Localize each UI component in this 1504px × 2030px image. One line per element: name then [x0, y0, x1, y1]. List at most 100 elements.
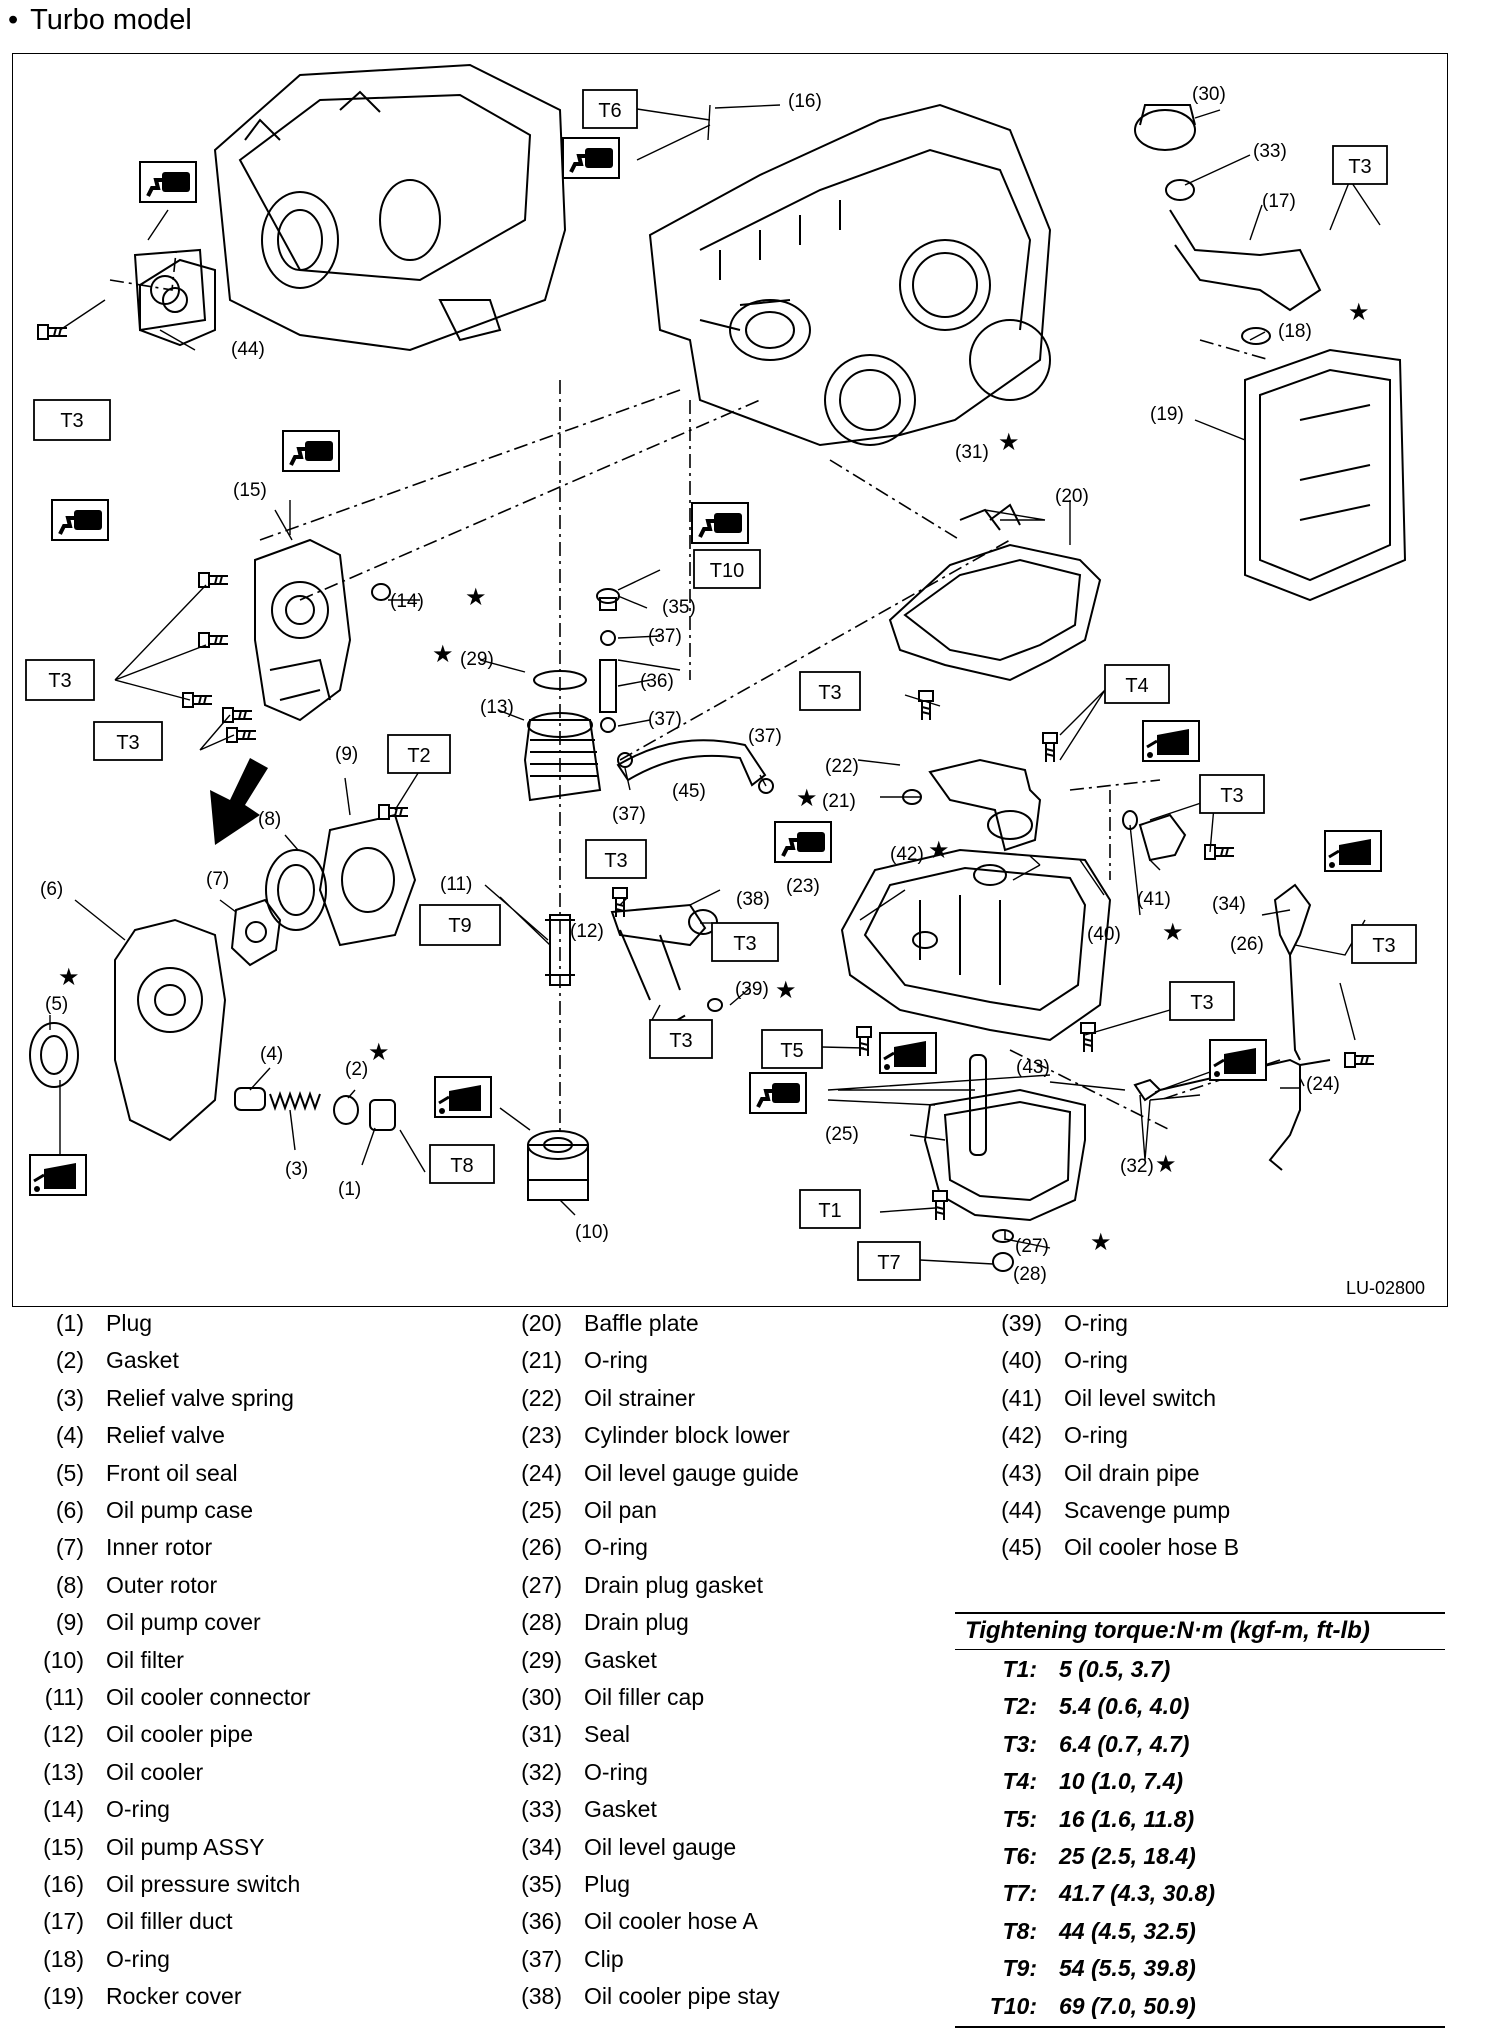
legend-item: (41)Oil level switch: [970, 1385, 1216, 1412]
svg-text:★: ★: [368, 1038, 390, 1066]
svg-text:★: ★: [1162, 918, 1184, 946]
torque-value: 10 (1.0, 7.4): [1059, 1768, 1184, 1794]
legend-part-name: Relief valve: [106, 1422, 225, 1448]
legend-item: (31)Seal: [490, 1721, 630, 1748]
svg-text:(34): (34): [1212, 894, 1246, 915]
oil-level-gauge: [1133, 883, 1375, 1171]
exploded-diagram: T6 T3 T3 T10 T3 T3 T2 T3 T4 T3 T9 T3 T3 …: [25, 63, 1417, 1285]
torque-value: 5.4 (0.6, 4.0): [1059, 1693, 1190, 1719]
legend-item: (3)Relief valve spring: [12, 1385, 294, 1412]
legend-item: (11)Oil cooler connector: [12, 1684, 311, 1711]
legend-number: (16): [43, 1871, 84, 1897]
oil-pump-assy: [182, 538, 391, 743]
star-markers: ★ ★ ★ ★ ★ ★ ★ ★ ★ ★ ★ ★: [58, 298, 1370, 1256]
box-t3: T3: [1190, 992, 1213, 1014]
legend-part-name: O-ring: [584, 1347, 648, 1373]
legend-number: (35): [521, 1871, 562, 1897]
svg-text:(24): (24): [1306, 1074, 1340, 1095]
torque-table: Tightening torque:N·m (kgf-m, ft-lb) T1:…: [955, 1612, 1445, 2028]
torque-id: T3:: [1002, 1731, 1038, 1757]
svg-text:(19): (19): [1150, 404, 1184, 425]
svg-text:★: ★: [1348, 298, 1370, 326]
legend-item: (35)Plug: [490, 1871, 630, 1898]
box-t7: T7: [877, 1252, 900, 1274]
legend-part-name: Plug: [106, 1310, 153, 1336]
box-t8: T8: [450, 1155, 473, 1177]
legend-item: (25)Oil pan: [490, 1497, 657, 1524]
torque-id: T4:: [1002, 1768, 1038, 1794]
legend-number: (44): [1001, 1497, 1042, 1523]
legend-part-name: O-ring: [106, 1796, 170, 1822]
torque-row: T2: 5.4 (0.6, 4.0): [975, 1693, 1190, 1720]
diagram-frame: [12, 53, 1448, 1307]
legend-number: (14): [43, 1796, 84, 1822]
heading-bullet: •: [8, 4, 19, 36]
legend-part-name: Oil pump case: [106, 1497, 254, 1523]
box-t6: T6: [598, 100, 621, 122]
legend-item: (7)Inner rotor: [12, 1534, 212, 1561]
svg-text:★: ★: [1090, 1228, 1112, 1256]
leader-lines: [49, 104, 1381, 1265]
svg-text:(25): (25): [825, 1124, 859, 1145]
legend-item: (38)Oil cooler pipe stay: [490, 1983, 780, 2010]
legend-number: (20): [521, 1310, 562, 1336]
page-heading: • Turbo model: [8, 4, 192, 37]
legend-item: (36)Oil cooler hose A: [490, 1908, 758, 1935]
svg-text:(7): (7): [206, 869, 229, 890]
box-t3: T3: [1220, 785, 1243, 807]
legend-number: (24): [521, 1460, 562, 1486]
legend-part-name: Oil filler duct: [106, 1908, 233, 1934]
legend-part-name: O-ring: [106, 1946, 170, 1972]
legend-part-name: Scavenge pump: [1064, 1497, 1231, 1523]
legend-part-name: Oil pressure switch: [106, 1871, 301, 1897]
legend-number: (40): [1001, 1347, 1042, 1373]
legend-number: (2): [55, 1347, 84, 1373]
legend-part-name: Baffle plate: [584, 1310, 699, 1336]
legend-number: (11): [44, 1684, 84, 1710]
legend-item: (27)Drain plug gasket: [490, 1572, 763, 1599]
svg-text:★: ★: [58, 963, 80, 991]
heading-text: Turbo model: [30, 4, 192, 36]
svg-text:(43): (43): [1016, 1057, 1050, 1078]
torque-table-header: Tightening torque:N·m (kgf-m, ft-lb): [955, 1612, 1445, 1650]
svg-text:(18): (18): [1278, 321, 1312, 342]
svg-text:(15): (15): [233, 480, 267, 501]
box-t3: T3: [604, 850, 627, 872]
svg-text:(23): (23): [786, 876, 820, 897]
svg-text:(5): (5): [45, 994, 68, 1015]
torque-row: T5:16 (1.6, 11.8): [975, 1806, 1195, 1833]
svg-text:(13): (13): [480, 697, 514, 718]
legend-part-name: Oil level switch: [1064, 1385, 1217, 1411]
legend-item: (19)Rocker cover: [12, 1983, 241, 2010]
svg-text:(6): (6): [40, 879, 63, 900]
svg-text:(3): (3): [285, 1159, 308, 1180]
legend-part-name: Oil pump ASSY: [106, 1834, 265, 1860]
oil-strainer: [902, 732, 1058, 852]
torque-row: T6:25 (2.5, 18.4): [975, 1843, 1196, 1870]
legend-number: (12): [43, 1721, 84, 1747]
legend-item: (44) Scavenge pump: [970, 1497, 1230, 1524]
box-t3: T3: [733, 933, 756, 955]
torque-id: T2:: [1002, 1693, 1038, 1719]
torque-value: 6.4 (0.7, 4.7): [1059, 1731, 1190, 1757]
oil-pan: [856, 1026, 1086, 1272]
torque-row: T1:5 (0.5, 3.7): [975, 1656, 1171, 1683]
svg-text:(10): (10): [575, 1222, 609, 1243]
legend-number: (43): [1001, 1460, 1042, 1486]
svg-text:(37): (37): [748, 726, 782, 747]
legend-part-name: Oil filler cap: [584, 1684, 705, 1710]
legend-part-name: Oil cooler hose A: [584, 1908, 758, 1934]
svg-text:★: ★: [928, 836, 950, 864]
torque-id: T6:: [1002, 1843, 1038, 1869]
svg-text:(36): (36): [640, 671, 674, 692]
box-t2: T2: [407, 745, 430, 767]
legend-item: (21)O-ring: [490, 1347, 648, 1374]
svg-text:(32): (32): [1120, 1156, 1154, 1177]
box-t3: T3: [818, 682, 841, 704]
legend-number: (27): [521, 1572, 562, 1598]
legend-item: (8)Outer rotor: [12, 1572, 217, 1599]
legend-part-name: Oil cooler hose B: [1064, 1534, 1240, 1560]
torque-value: 54 (5.5, 39.8): [1059, 1955, 1196, 1981]
legend-part-name: Oil level gauge guide: [584, 1460, 799, 1486]
legend-number: (28): [521, 1609, 562, 1635]
